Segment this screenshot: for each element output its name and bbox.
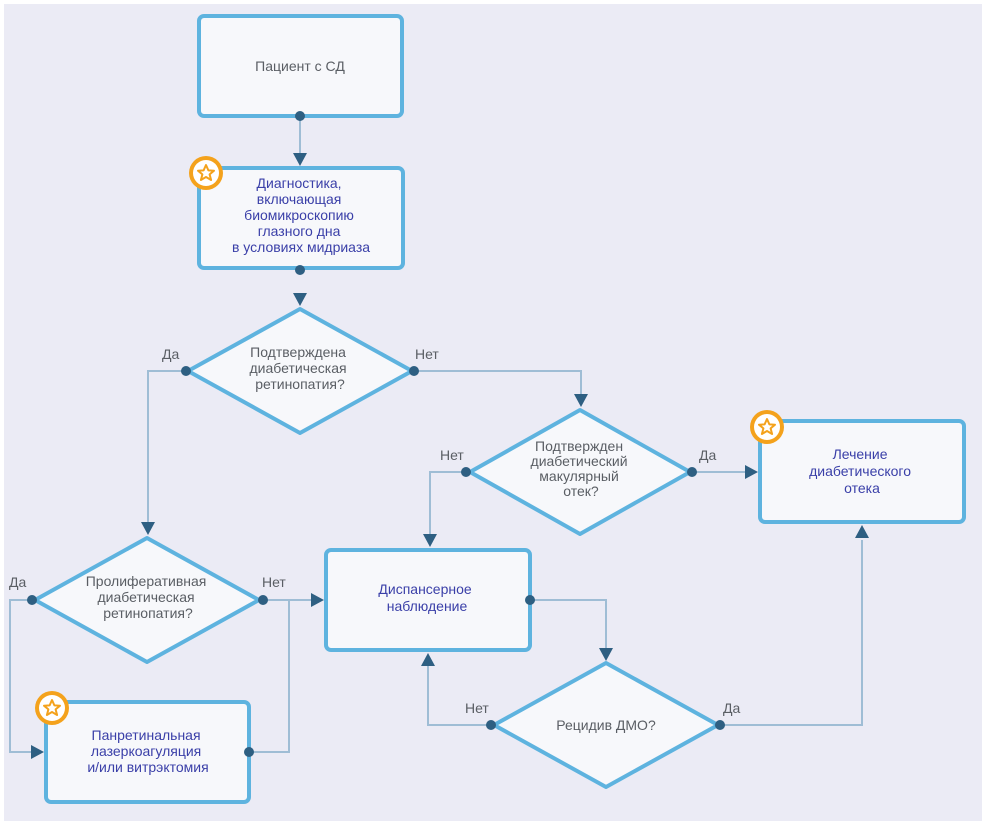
arrowhead-to-relapse [599, 648, 613, 661]
edge-proliferative-yes [9, 599, 32, 753]
arrowhead-to-proliferative [141, 522, 155, 535]
edge-laser-observation [249, 600, 290, 753]
node-observation[interactable]: Диспансерное наблюдение [324, 548, 532, 652]
dot-relapse-left [486, 720, 496, 730]
dot-macular-right [687, 467, 697, 477]
dot-macular-left [461, 467, 471, 477]
connector-dots [27, 111, 725, 757]
node-observation-label: Диспансерное наблюдение [378, 581, 475, 614]
dot-observation-right [525, 595, 535, 605]
star-badge-icon [35, 691, 69, 725]
node-laser-label: Панретинальная лазеркоагуляция и/или вит… [87, 727, 208, 775]
node-q-retinopathy-label: Подтверждена диабетическая ретинопатия? [250, 344, 351, 392]
label-retinopathy-yes: Да [162, 346, 179, 362]
arrowhead-to-observation-bottom [421, 653, 435, 666]
node-q-retinopathy-shape [186, 307, 414, 435]
node-diagnostics-label: Диагностика, включающая биомикроскопию г… [232, 175, 370, 255]
edge-retinopathy-no [414, 370, 582, 400]
node-q-proliferative[interactable]: Пролиферативная диабетическая ретинопати… [33, 536, 261, 664]
node-treatment-edema[interactable]: Лечение диабетического отека [758, 419, 966, 524]
node-treatment-edema-label: Лечение диабетического отека [809, 446, 915, 496]
arrowheads [31, 153, 869, 759]
arrowhead-to-retinopathy [293, 293, 307, 306]
label-proliferative-no: Нет [262, 574, 286, 590]
label-relapse-no: Нет [465, 700, 489, 716]
dot-proliferative-left [27, 595, 37, 605]
dot-patient-bottom [295, 111, 305, 121]
edge-labels: Да Нет Нет Да Да Нет Нет Да [9, 346, 740, 716]
edge-observation-relapse [530, 599, 607, 648]
arrowhead-to-treatment-bottom [855, 525, 869, 538]
label-relapse-yes: Да [723, 700, 740, 716]
arrowhead-to-diagnostics [293, 153, 307, 166]
arrowhead-to-observation-left [311, 593, 324, 607]
node-q-macular-label: Подтвержден диабетический макулярный оте… [531, 438, 632, 499]
star-badge-icon [189, 156, 223, 190]
node-q-relapse-shape [492, 661, 720, 789]
node-q-relapse[interactable]: Рецидив ДМО? [492, 661, 720, 789]
star-badge-icon [750, 410, 784, 444]
edge-relapse-no [427, 665, 491, 726]
node-q-proliferative-label: Пролиферативная диабетическая ретинопати… [86, 573, 211, 621]
dot-relapse-right [715, 720, 725, 730]
edges [9, 116, 863, 753]
label-macular-yes: Да [699, 447, 716, 463]
node-treatment-edema-box [758, 419, 966, 524]
arrowhead-to-observation-top [423, 534, 437, 547]
node-laser[interactable]: Панретинальная лазеркоагуляция и/или вит… [44, 700, 251, 804]
label-proliferative-yes: Да [9, 574, 26, 590]
arrowhead-to-macular [574, 394, 588, 407]
dot-retinopathy-right [409, 366, 419, 376]
node-q-proliferative-shape [33, 536, 261, 664]
dot-laser-right [244, 747, 254, 757]
canvas-background [4, 4, 982, 821]
edge-retinopathy-yes [147, 370, 186, 522]
node-q-retinopathy[interactable]: Подтверждена диабетическая ретинопатия? [186, 307, 414, 435]
node-diagnostics[interactable]: Диагностика, включающая биомикроскопию г… [197, 166, 405, 270]
node-q-relapse-label: Рецидив ДМО? [556, 717, 656, 733]
node-patient[interactable]: Пациент с СД [197, 14, 404, 118]
node-q-macular[interactable]: Подтвержден диабетический макулярный оте… [468, 408, 692, 536]
arrowhead-to-treatment [745, 465, 758, 479]
label-retinopathy-no: Нет [415, 346, 439, 362]
label-macular-no: Нет [440, 447, 464, 463]
edge-macular-no [429, 471, 466, 536]
dot-diagnostics-bottom [295, 265, 305, 275]
edge-relapse-yes [720, 540, 863, 726]
dot-retinopathy-left [181, 366, 191, 376]
arrowhead-to-laser [31, 745, 44, 759]
node-patient-label: Пациент с СД [255, 58, 345, 74]
node-q-macular-shape [468, 408, 692, 536]
dot-proliferative-right [258, 595, 268, 605]
